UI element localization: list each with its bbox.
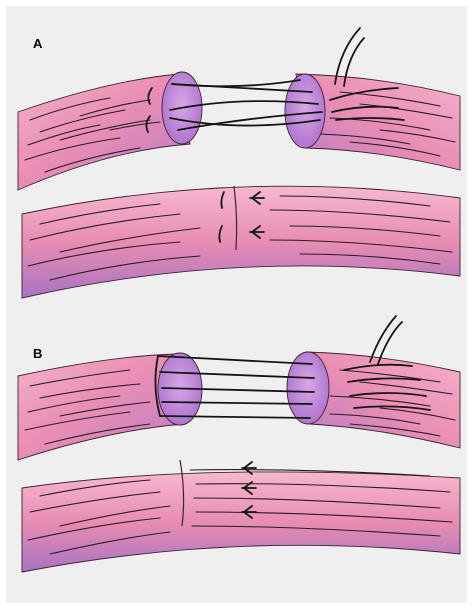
panel-label-b: B — [33, 346, 42, 361]
cut-face — [285, 74, 325, 148]
panel-label-a: A — [33, 36, 43, 51]
